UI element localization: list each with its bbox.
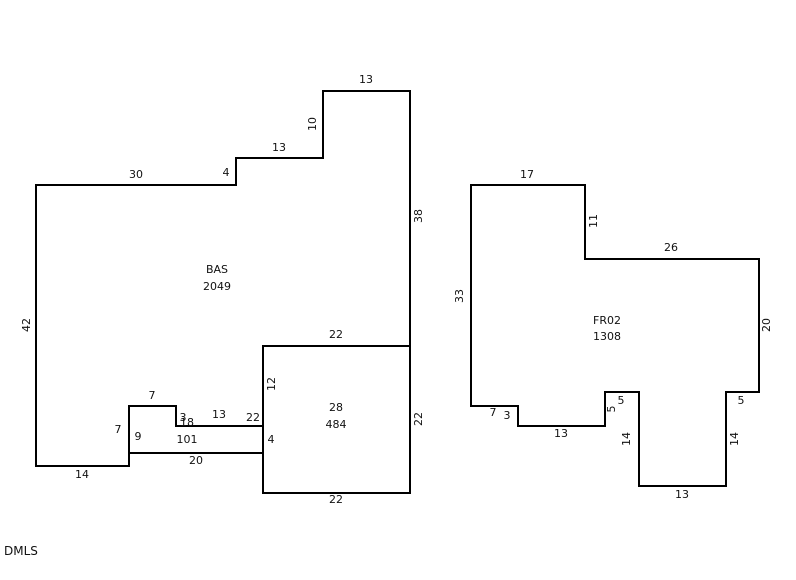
- dim-notch-top: 7: [149, 389, 156, 402]
- dim-bas-top-c: 13: [359, 73, 373, 86]
- area-garage-value: 484: [326, 418, 347, 431]
- dim-fr-mid-bottom: 13: [554, 427, 568, 440]
- bas-outline: [35, 90, 411, 467]
- dim-notch-mid: 22: [246, 411, 260, 424]
- dim-fr-l-step: 5: [618, 394, 625, 407]
- dim-notch-lower: 9: [135, 430, 142, 443]
- dim-bas-top-a: 30: [129, 168, 143, 181]
- dim-bas-bottom: 14: [75, 468, 89, 481]
- dim-notch-right-v: 4: [268, 433, 275, 446]
- dim-fr-bottom: 13: [675, 488, 689, 501]
- dim-notch-bottom: 20: [189, 454, 203, 467]
- dim-fr-r-down: 14: [728, 432, 741, 446]
- area-bas-code: BAS: [206, 263, 228, 276]
- dim-bas-right: 38: [412, 209, 425, 223]
- dim-bas-left: 42: [20, 318, 33, 332]
- dim-notch-run: 13: [212, 408, 226, 421]
- area-connector-code: 101: [177, 433, 198, 446]
- dim-bas-step-a: 4: [223, 166, 230, 179]
- dim-bas-step-b: 10: [306, 117, 319, 131]
- area-fr02-code: FR02: [593, 314, 621, 327]
- area-bas-value: 2049: [203, 280, 231, 293]
- dim-fr-small-h: 7: [490, 406, 497, 419]
- dim-fr-l-down: 14: [620, 432, 633, 446]
- garage-outline: [262, 345, 411, 494]
- dim-fr-step-v: 11: [587, 214, 600, 228]
- dim-notch-left: 7: [115, 423, 122, 436]
- dim-fr-r-step: 5: [738, 394, 745, 407]
- fr02-outline: [470, 184, 760, 487]
- dim-notch-in-h: 3: [180, 411, 187, 424]
- footer-label: DMLS: [4, 544, 38, 558]
- dim-bas-top-b: 13: [272, 141, 286, 154]
- area-garage-code: 28: [329, 401, 343, 414]
- dim-fr-left: 33: [453, 289, 466, 303]
- dim-garage-left: 12: [265, 377, 278, 391]
- dim-garage-bottom: 22: [329, 493, 343, 506]
- dim-fr-top-b: 26: [664, 241, 678, 254]
- dim-fr-right: 20: [760, 318, 773, 332]
- dim-fr-small-v: 3: [504, 409, 511, 422]
- dim-fr-top: 17: [520, 168, 534, 181]
- dim-fr-l-step-v: 5: [605, 406, 618, 413]
- dim-garage-right: 22: [412, 412, 425, 426]
- dim-notch-in-v: 18: [180, 416, 194, 429]
- dim-garage-top: 22: [329, 328, 343, 341]
- area-fr02-value: 1308: [593, 330, 621, 343]
